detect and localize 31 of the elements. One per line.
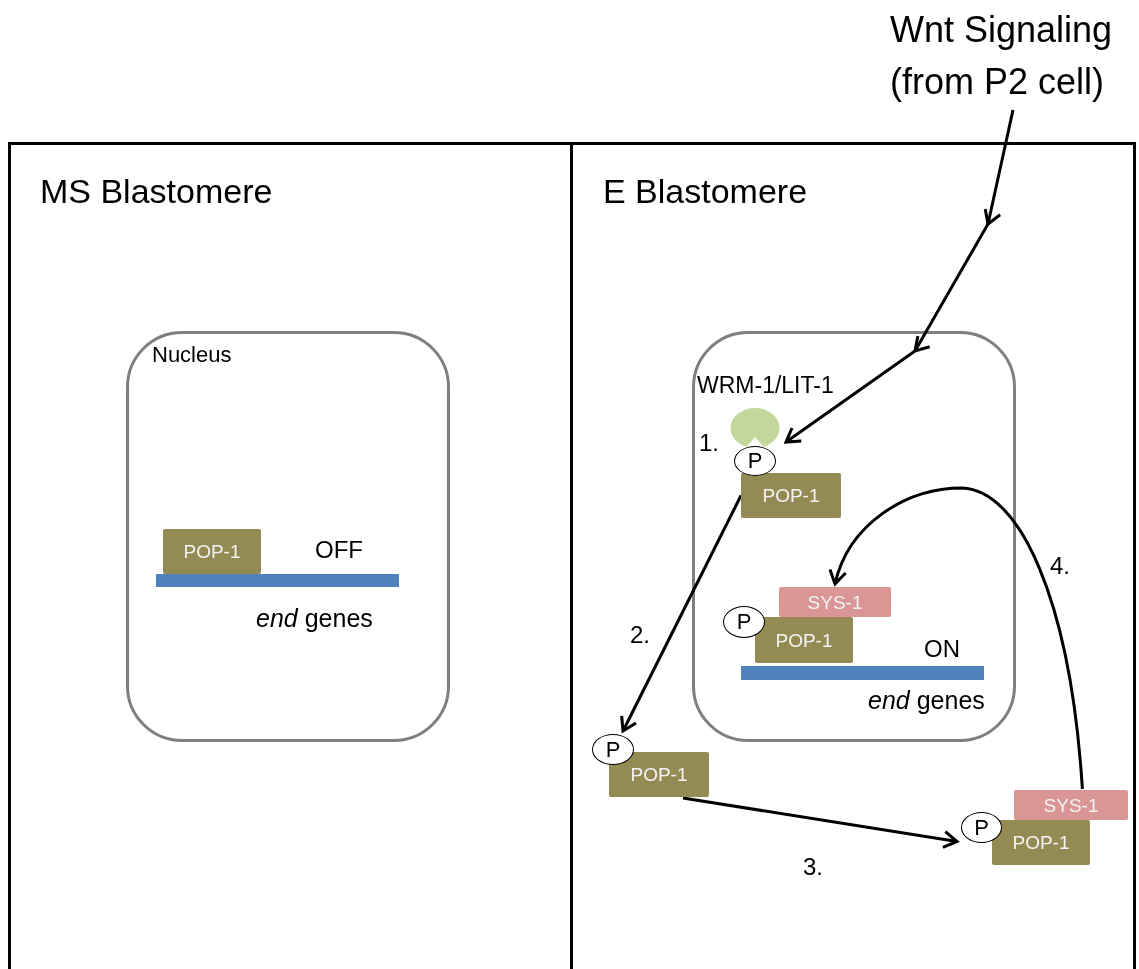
arrow	[783, 109, 1015, 444]
cell-panel	[570, 142, 1136, 969]
gene-label: end genes	[868, 685, 985, 715]
nucleus-outline	[692, 331, 1016, 742]
cell-panel	[8, 142, 573, 969]
phosphate-tag: P	[961, 812, 1002, 843]
gene-state-label: ON	[924, 635, 960, 664]
protein-complex-shape	[730, 408, 780, 448]
protein-box: SYS-1	[1014, 790, 1128, 820]
gene-state-label: OFF	[315, 536, 363, 565]
nucleus-label: Nucleus	[152, 342, 232, 369]
arrow	[682, 796, 959, 849]
dna-strand	[741, 666, 984, 680]
phosphate-tag: P	[592, 734, 634, 765]
protein-label: WRM-1/LIT-1	[697, 372, 834, 400]
protein-box: POP-1	[992, 820, 1090, 865]
protein-box: SYS-1	[779, 587, 891, 617]
panel-title: MS Blastomere	[40, 171, 273, 212]
nucleus-outline	[126, 331, 450, 742]
gene-label: end genes	[256, 603, 373, 633]
phosphate-tag: P	[734, 446, 776, 476]
curved-arrow	[829, 486, 1084, 790]
dna-strand	[156, 574, 399, 587]
protein-box: POP-1	[755, 617, 853, 663]
panel-title: E Blastomere	[603, 171, 808, 212]
protein-box: POP-1	[163, 529, 261, 574]
signal-label: Wnt Signaling (from P2 cell)	[890, 4, 1136, 108]
protein-box: POP-1	[609, 752, 709, 797]
arrow	[620, 494, 743, 733]
phosphate-tag: P	[723, 606, 765, 638]
protein-box: POP-1	[741, 473, 841, 518]
